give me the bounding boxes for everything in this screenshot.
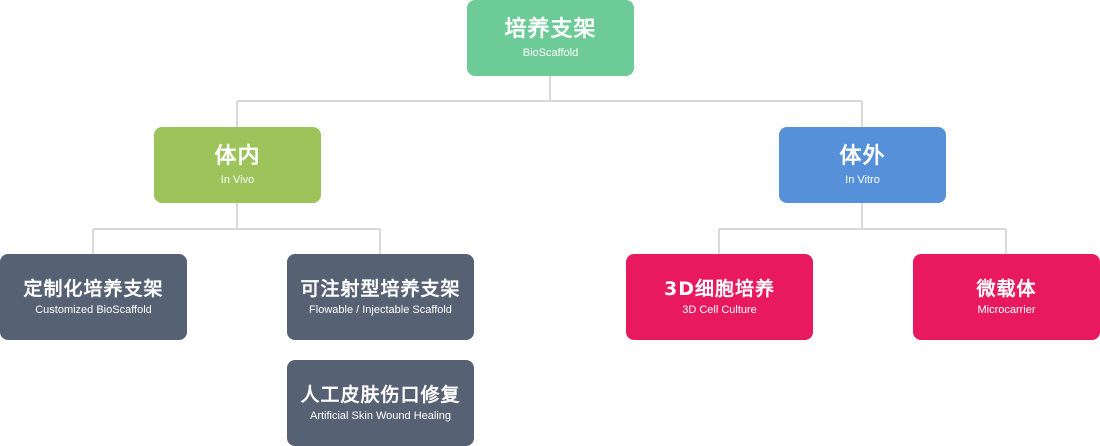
node-injectable-scaffold: 可注射型培养支架 Flowable / Injectable Scaffold	[287, 254, 474, 340]
node-3d-cell-culture: 3D细胞培养 3D Cell Culture	[626, 254, 813, 340]
node-3d-cell-culture-title: 3D细胞培养	[664, 278, 775, 300]
node-3d-cell-culture-subtitle: 3D Cell Culture	[682, 304, 757, 316]
node-artificial-skin-title: 人工皮肤伤口修复	[300, 384, 461, 406]
node-in-vitro-title: 体外	[839, 144, 886, 169]
node-microcarrier: 微载体 Microcarrier	[913, 254, 1100, 340]
node-in-vivo-title: 体内	[214, 144, 261, 169]
node-bioscaffold-title: 培养支架	[504, 17, 597, 42]
node-customized-title: 定制化培养支架	[23, 278, 164, 300]
node-artificial-skin: 人工皮肤伤口修复 Artificial Skin Wound Healing	[287, 360, 474, 446]
node-microcarrier-subtitle: Microcarrier	[977, 304, 1036, 316]
node-in-vitro-subtitle: In Vitro	[845, 174, 880, 186]
node-microcarrier-title: 微载体	[976, 278, 1037, 300]
node-bioscaffold: 培养支架 BioScaffold	[467, 0, 634, 76]
node-artificial-skin-subtitle: Artificial Skin Wound Healing	[309, 410, 452, 422]
node-injectable-title: 可注射型培养支架	[300, 278, 461, 300]
node-in-vivo: 体内 In Vivo	[154, 127, 321, 203]
node-bioscaffold-subtitle: BioScaffold	[522, 47, 579, 59]
node-customized-bioscaffold: 定制化培养支架 Customized BioScaffold	[0, 254, 187, 340]
node-injectable-subtitle: Flowable / Injectable Scaffold	[309, 304, 452, 316]
node-in-vitro: 体外 In Vitro	[779, 127, 946, 203]
node-customized-subtitle: Customized BioScaffold	[35, 304, 152, 316]
node-in-vivo-subtitle: In Vivo	[220, 174, 255, 186]
